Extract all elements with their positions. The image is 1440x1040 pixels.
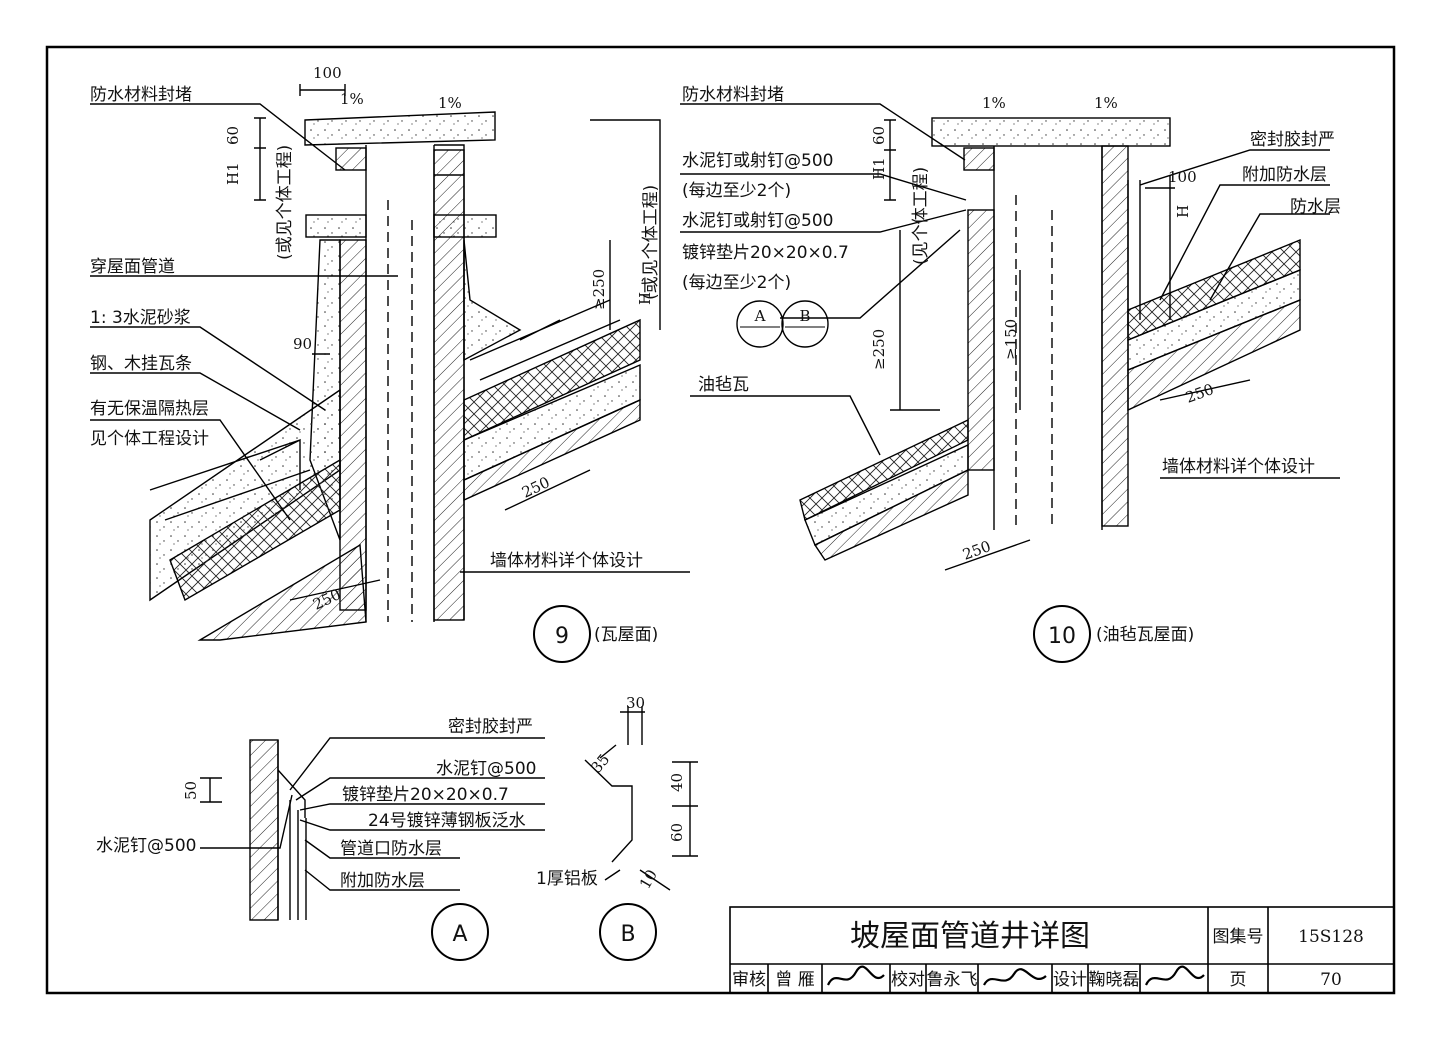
callout-10-text: (油毡瓦屋面) [1096,625,1194,645]
dim-100-left: 100 [313,64,342,82]
label-washer-a: 镀锌垫片20×20×0.7 [342,785,509,805]
callout-a-letter: A [452,922,467,947]
dim-250-left-a: 250 [519,473,553,501]
dim-50-a: 50 [182,781,200,800]
ref-circle-a [736,300,784,348]
dim-30-b: 30 [626,694,645,712]
label-insul-2: 见个体工程设计 [90,429,209,449]
label-washer: 镀锌垫片20×20×0.7 [682,243,849,263]
page-label: 页 [1230,970,1247,990]
label-insul-1: 有无保温隔热层 [90,399,209,419]
check-label: 校对 [891,970,925,990]
detail-a [200,737,545,921]
callout-10-number: 10 [1048,624,1076,649]
ref-circle-b [781,300,829,348]
callout-circle-a [431,903,489,961]
dim-slope-left-1: 1% [340,90,364,108]
detail-9-texts: 防水材料封堵 穿屋面管道 1: 3水泥砂浆 钢、木挂瓦条 有无保温隔热层 见个体… [90,64,661,663]
label-sealant-a: 密封胶封严 [448,717,533,737]
dim-ge250-right: ≥250 [870,329,888,370]
dim-60-right: 60 [870,126,888,145]
detail-b [584,706,698,891]
label-nail-1: 水泥钉或射钉@500 [682,151,833,171]
dim-h-right: H [1174,205,1192,218]
vnote-left: (或见个体工程) [275,145,295,260]
checker-name: 鲁永飞 [927,970,978,990]
detail-10-texts: 防水材料封堵 水泥钉或射钉@500 (每边至少2个) 水泥钉或射钉@500 镀锌… [682,85,1341,663]
atlas-number: 15S128 [1298,927,1364,947]
label-extra-a: 附加防水层 [340,871,425,891]
page-number: 70 [1320,970,1342,990]
detail-b-texts: 30 35 40 60 10 1厚铝板 B [536,694,686,961]
dim-slope-right-2: 1% [1094,94,1118,112]
detail-10-felt-roof [680,103,1340,571]
dim-slope-right-1: 1% [982,94,1006,112]
reviewer-name: 曾 雁 [775,970,814,990]
dim-60-left: 60 [224,126,242,145]
label-nail-1-note: (每边至少2个) [682,181,791,201]
detail-a-texts: 密封胶封严 水泥钉@500 镀锌垫片20×20×0.7 24号镀锌薄钢板泛水 管… [96,717,536,961]
label-mortar: 1: 3水泥砂浆 [90,308,191,328]
label-pipe: 穿屋面管道 [90,257,175,277]
label-nail-left-a: 水泥钉@500 [96,836,196,856]
label-wall-left: 墙体材料详个体设计 [490,551,643,571]
ref-b: B [799,307,810,325]
title-block-texts: 坡屋面管道井详图 图集号 15S128 审核 曾 雁 校对 鲁永飞 设计 鞠晓磊… [732,919,1364,990]
designer-name: 鞠晓磊 [1089,970,1140,990]
dim-h1-left: H1 [224,162,242,185]
dim-60-b: 60 [668,823,686,842]
callout-circle-9 [533,605,591,663]
dim-slope-left-2: 1% [438,94,462,112]
dim-100-right: 100 [1168,168,1197,186]
dim-35-b: 35 [587,750,613,776]
dim-40-b: 40 [668,773,686,792]
dim-ge150-right: ≥150 [1002,319,1020,360]
signature-designer [1145,965,1205,986]
design-label: 设计 [1053,970,1087,990]
dim-h1-right: H1 [870,157,888,180]
vnote-right: (见个体工程) [911,167,931,265]
drawing-title: 坡屋面管道井详图 [850,919,1090,954]
dim-90: 90 [293,335,312,353]
callout-b-letter: B [620,922,635,947]
label-pipe-wp-a: 管道口防水层 [340,839,442,859]
dim-250-right-b: 250 [1183,380,1216,407]
vnote-left-2: (或见个体工程) [641,185,661,300]
dim-250-right-a: 250 [960,537,993,564]
label-extra-right: 附加防水层 [1242,165,1327,185]
signature-reviewer [827,965,885,986]
label-felt: 油毡瓦 [698,375,749,395]
label-seal-left: 防水材料封堵 [90,85,192,105]
dim-10-b: 10 [636,866,661,892]
dim-h-left: H [636,292,654,305]
drawing-frame [45,45,1396,995]
label-nail-a: 水泥钉@500 [436,759,536,779]
ref-a: A [754,307,766,325]
label-seal-right: 防水材料封堵 [682,85,784,105]
callout-9-number: 9 [555,624,569,649]
title-block [729,906,1395,994]
label-batten: 钢、木挂瓦条 [90,354,192,374]
callout-9-text: (瓦屋面) [594,625,658,645]
dim-ge250-left: ≥250 [590,269,608,310]
signature-checker [983,968,1047,986]
label-wall-right: 墙体材料详个体设计 [1162,457,1315,477]
label-sealant-right: 密封胶封严 [1250,130,1335,150]
atlas-label: 图集号 [1213,927,1264,947]
callout-circle-b [599,903,657,961]
label-waterproof: 防水层 [1290,197,1341,217]
label-alu-b: 1厚铝板 [536,869,598,889]
detail-9-tile-roof [90,84,690,641]
label-flashing-a: 24号镀锌薄钢板泛水 [368,811,526,831]
review-label: 审核 [732,970,766,990]
label-nail-2: 水泥钉或射钉@500 [682,211,833,231]
label-washer-note: (每边至少2个) [682,273,791,293]
callout-circle-10 [1033,605,1091,663]
